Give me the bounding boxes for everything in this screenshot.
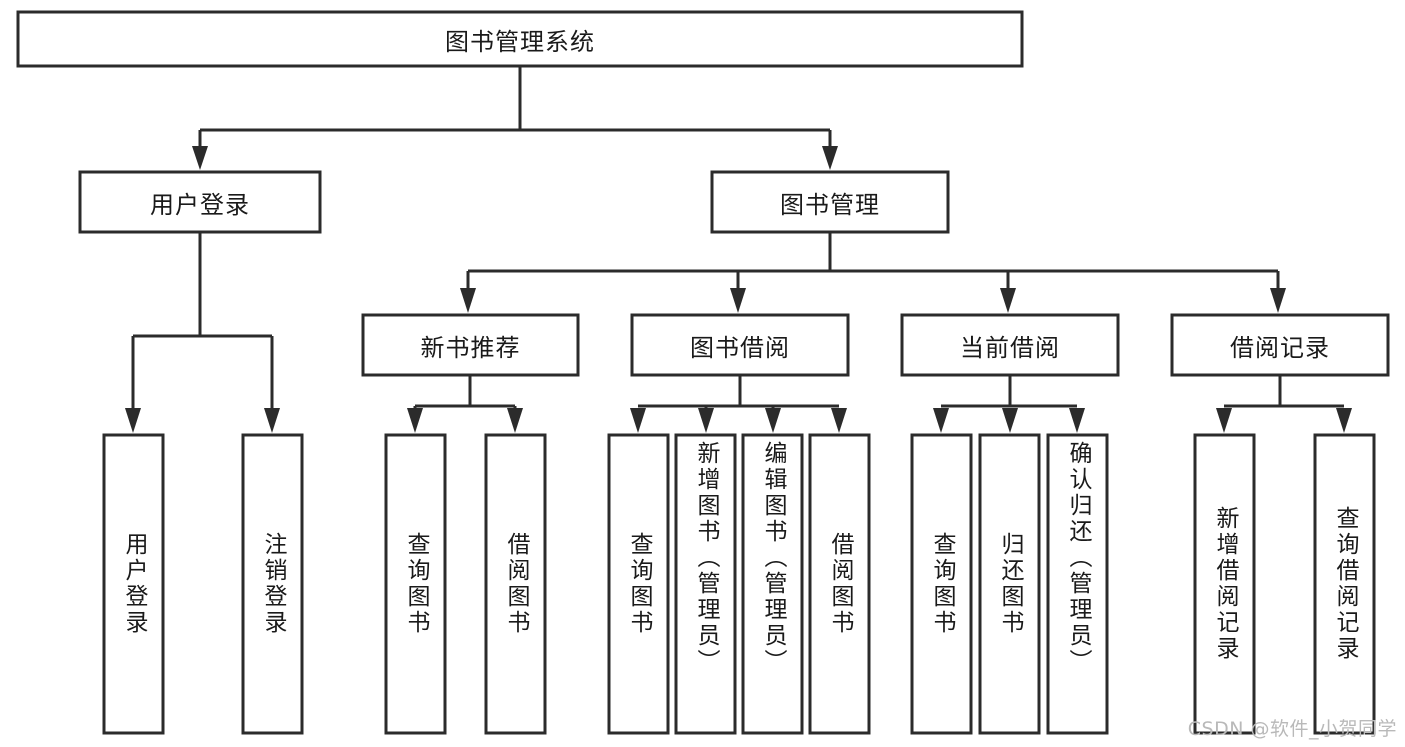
- node-box-leaf-return-book[interactable]: [978, 433, 1041, 735]
- node-box-leaf-query-book-recommend[interactable]: [384, 433, 447, 735]
- arrow-head-current-borrow: [1000, 288, 1016, 313]
- arrow-head-book-borrow: [730, 288, 746, 313]
- arrow-head-leaf-add-book-admin: [698, 408, 714, 433]
- node-box-new-book-recommend[interactable]: [361, 313, 580, 377]
- node-box-user-login[interactable]: [78, 170, 322, 234]
- arrow-head-leaf-borrow-book-recommend: [507, 408, 523, 433]
- arrow-head-leaf-query-borrow-record: [1336, 408, 1352, 433]
- node-box-leaf-query-book-current[interactable]: [910, 433, 973, 735]
- arrow-head-leaf-add-borrow-record: [1216, 408, 1232, 433]
- arrow-head-leaf-return-book: [1002, 408, 1018, 433]
- node-box-leaf-edit-book-admin[interactable]: [741, 433, 804, 735]
- arrow-head-leaf-query-book-borrow: [630, 408, 646, 433]
- node-box-borrow-record[interactable]: [1170, 313, 1390, 377]
- arrow-head-leaf-query-book-current: [933, 408, 949, 433]
- arrow-head-user-login: [192, 146, 208, 170]
- node-box-leaf-borrow-book[interactable]: [808, 433, 871, 735]
- node-box-book-borrow[interactable]: [630, 313, 850, 377]
- watermark-text: CSDN @软件_小贺同学: [1187, 718, 1397, 740]
- arrow-head-borrow-record: [1270, 288, 1286, 313]
- node-box-leaf-user-login[interactable]: [102, 433, 165, 735]
- node-box-leaf-query-book-borrow[interactable]: [607, 433, 670, 735]
- arrow-head-leaf-confirm-return-admin: [1069, 408, 1085, 433]
- node-box-leaf-add-book-admin[interactable]: [674, 433, 737, 735]
- node-box-leaf-borrow-book-recommend[interactable]: [484, 433, 547, 735]
- arrow-head-leaf-edit-book-admin: [765, 408, 781, 433]
- arrow-head-leaf-user-logout: [264, 408, 280, 433]
- arrow-head-new-book-recommend: [460, 288, 476, 313]
- node-box-leaf-query-borrow-record[interactable]: [1313, 433, 1376, 735]
- node-box-book-manage[interactable]: [710, 170, 950, 234]
- arrow-head-book-manage: [822, 146, 838, 170]
- arrow-head-leaf-user-login: [125, 408, 141, 433]
- node-box-leaf-add-borrow-record[interactable]: [1193, 433, 1256, 735]
- arrow-head-leaf-borrow-book: [831, 408, 847, 433]
- node-box-leaf-confirm-return-admin[interactable]: [1046, 433, 1109, 735]
- arrow-head-leaf-query-book-recommend: [407, 408, 423, 433]
- node-box-leaf-user-logout[interactable]: [241, 433, 304, 735]
- node-box-root[interactable]: [16, 10, 1024, 68]
- node-box-current-borrow[interactable]: [900, 313, 1120, 377]
